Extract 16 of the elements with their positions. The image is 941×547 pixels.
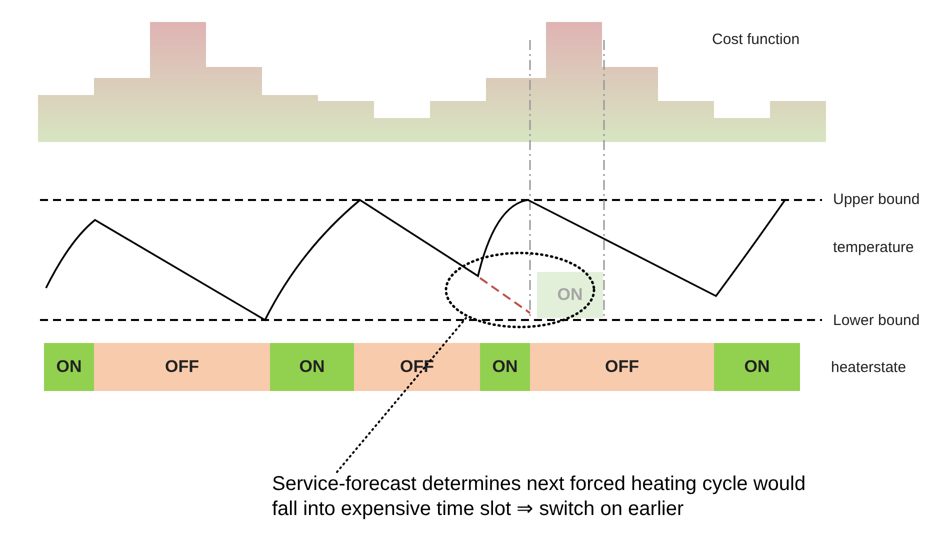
heater-state-segment: ON	[714, 343, 800, 391]
highlight-ellipse	[444, 252, 596, 328]
axis-label: heaterstate	[831, 359, 906, 376]
heater-state-segment: ON	[270, 343, 354, 391]
heater-state-segment: ON	[480, 343, 530, 391]
annotation-text: Service-forecast determines next forced heating cycle would fall into expensive time slot ⇒ switch on earlier	[272, 472, 832, 522]
axis-label: Cost function	[712, 31, 800, 48]
shifted-heating-slot: ON	[537, 272, 603, 318]
heater-state-segment: OFF	[94, 343, 270, 391]
axis-label: Upper bound	[833, 191, 920, 208]
heater-state-segment: OFF	[530, 343, 714, 391]
axis-label: temperature	[833, 239, 914, 256]
heater-state-segment: OFF	[354, 343, 480, 391]
leader-line	[336, 317, 467, 473]
heater-state-segment: ON	[44, 343, 94, 391]
axis-label: Lower bound	[833, 312, 920, 329]
